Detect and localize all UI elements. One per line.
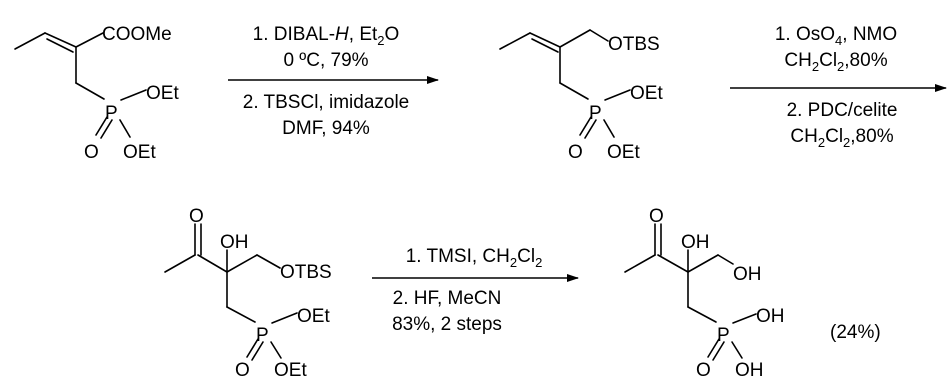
molecule-1-bonds	[14, 32, 147, 139]
molecule-4-ketone-o-label: O	[649, 206, 664, 227]
step-2-solvent-yield-a: CH2Cl2,80%	[784, 50, 887, 74]
molecule-4-oh-label-tertiary: OH	[681, 232, 710, 253]
step-2-reagent-pdc: 2. PDC/celite	[787, 100, 898, 121]
molecule-1-oxo-label: O	[84, 142, 99, 163]
molecule-3-phosphorus-label: P	[256, 325, 269, 346]
molecule-3-otbs-label: OTBS	[280, 262, 332, 283]
molecule-3-oxo-label: O	[235, 360, 250, 376]
molecule-1-oet-label-lower: OEt	[123, 142, 156, 163]
molecule-4-p-oh-label-upper: OH	[756, 306, 785, 327]
molecule-4-phosphorus-label: P	[717, 325, 730, 346]
molecule-2-otbs-label: OTBS	[608, 34, 660, 55]
step-1-conditions-temp-yield: 0 ºC, 79%	[283, 50, 368, 71]
molecule-1-phosphonate-ester: COOMe OEt P O OEt	[14, 24, 179, 163]
step-1-solvent-yield: DMF, 94%	[282, 118, 370, 139]
molecule-4-bonds	[624, 223, 757, 361]
molecule-2-tbs-ether: OTBS OEt P O OEt	[499, 29, 663, 163]
step-2-solvent-yield-b: CH2Cl2,80%	[790, 126, 893, 150]
molecule-3-oet-label-lower: OEt	[274, 360, 307, 376]
step-3-reagent-hf: 2. HF, MeCN	[393, 288, 502, 309]
molecule-2-bonds	[499, 29, 631, 139]
molecule-3-oet-label-upper: OEt	[297, 306, 330, 327]
molecule-4-oh-label-primary: OH	[733, 264, 762, 285]
molecule-3-bonds	[164, 223, 298, 361]
molecule-2-oxo-label: O	[568, 142, 583, 163]
molecule-4-phosphonic-acid-product: O OH OH OH P O OH (24%)	[624, 206, 881, 376]
molecule-4-oxo-label: O	[696, 360, 711, 376]
step-3-yield: 83%, 2 steps	[392, 314, 502, 335]
molecule-2-phosphorus-label: P	[589, 103, 602, 124]
molecule-2-oet-label-upper: OEt	[630, 83, 663, 104]
molecule-3-ketone-diol-protected: O OH OTBS OEt P O OEt	[164, 206, 332, 376]
molecule-2-oet-label-lower: OEt	[607, 142, 640, 163]
step-2-reagent-oso4: 1. OsO4, NMO	[775, 24, 897, 48]
molecule-4-p-oh-label-lower: OH	[735, 360, 764, 376]
overall-yield-label: (24%)	[830, 322, 881, 343]
molecule-3-oh-label: OH	[220, 232, 249, 253]
reaction-step-3: 1. TMSI, CH2Cl2 2. HF, MeCN 83%, 2 steps	[372, 246, 579, 335]
molecule-1-ester-label: COOMe	[102, 24, 172, 45]
reaction-step-1: 1. DIBAL-H, Et2O 0 ºC, 79% 2. TBSCl, imi…	[228, 24, 439, 139]
step-1-reagent-tbscl: 2. TBSCl, imidazole	[243, 92, 410, 113]
molecule-3-ketone-o-label: O	[189, 206, 204, 227]
molecule-1-phosphorus-label: P	[105, 103, 118, 124]
reaction-step-2: 1. OsO4, NMO CH2Cl2,80% 2. PDC/celite CH…	[730, 24, 947, 150]
step-3-reagent-tmsi: 1. TMSI, CH2Cl2	[406, 246, 543, 270]
molecule-1-oet-label-upper: OEt	[146, 83, 179, 104]
step-1-reagent-dibal: 1. DIBAL-H, Et2O	[253, 24, 400, 48]
